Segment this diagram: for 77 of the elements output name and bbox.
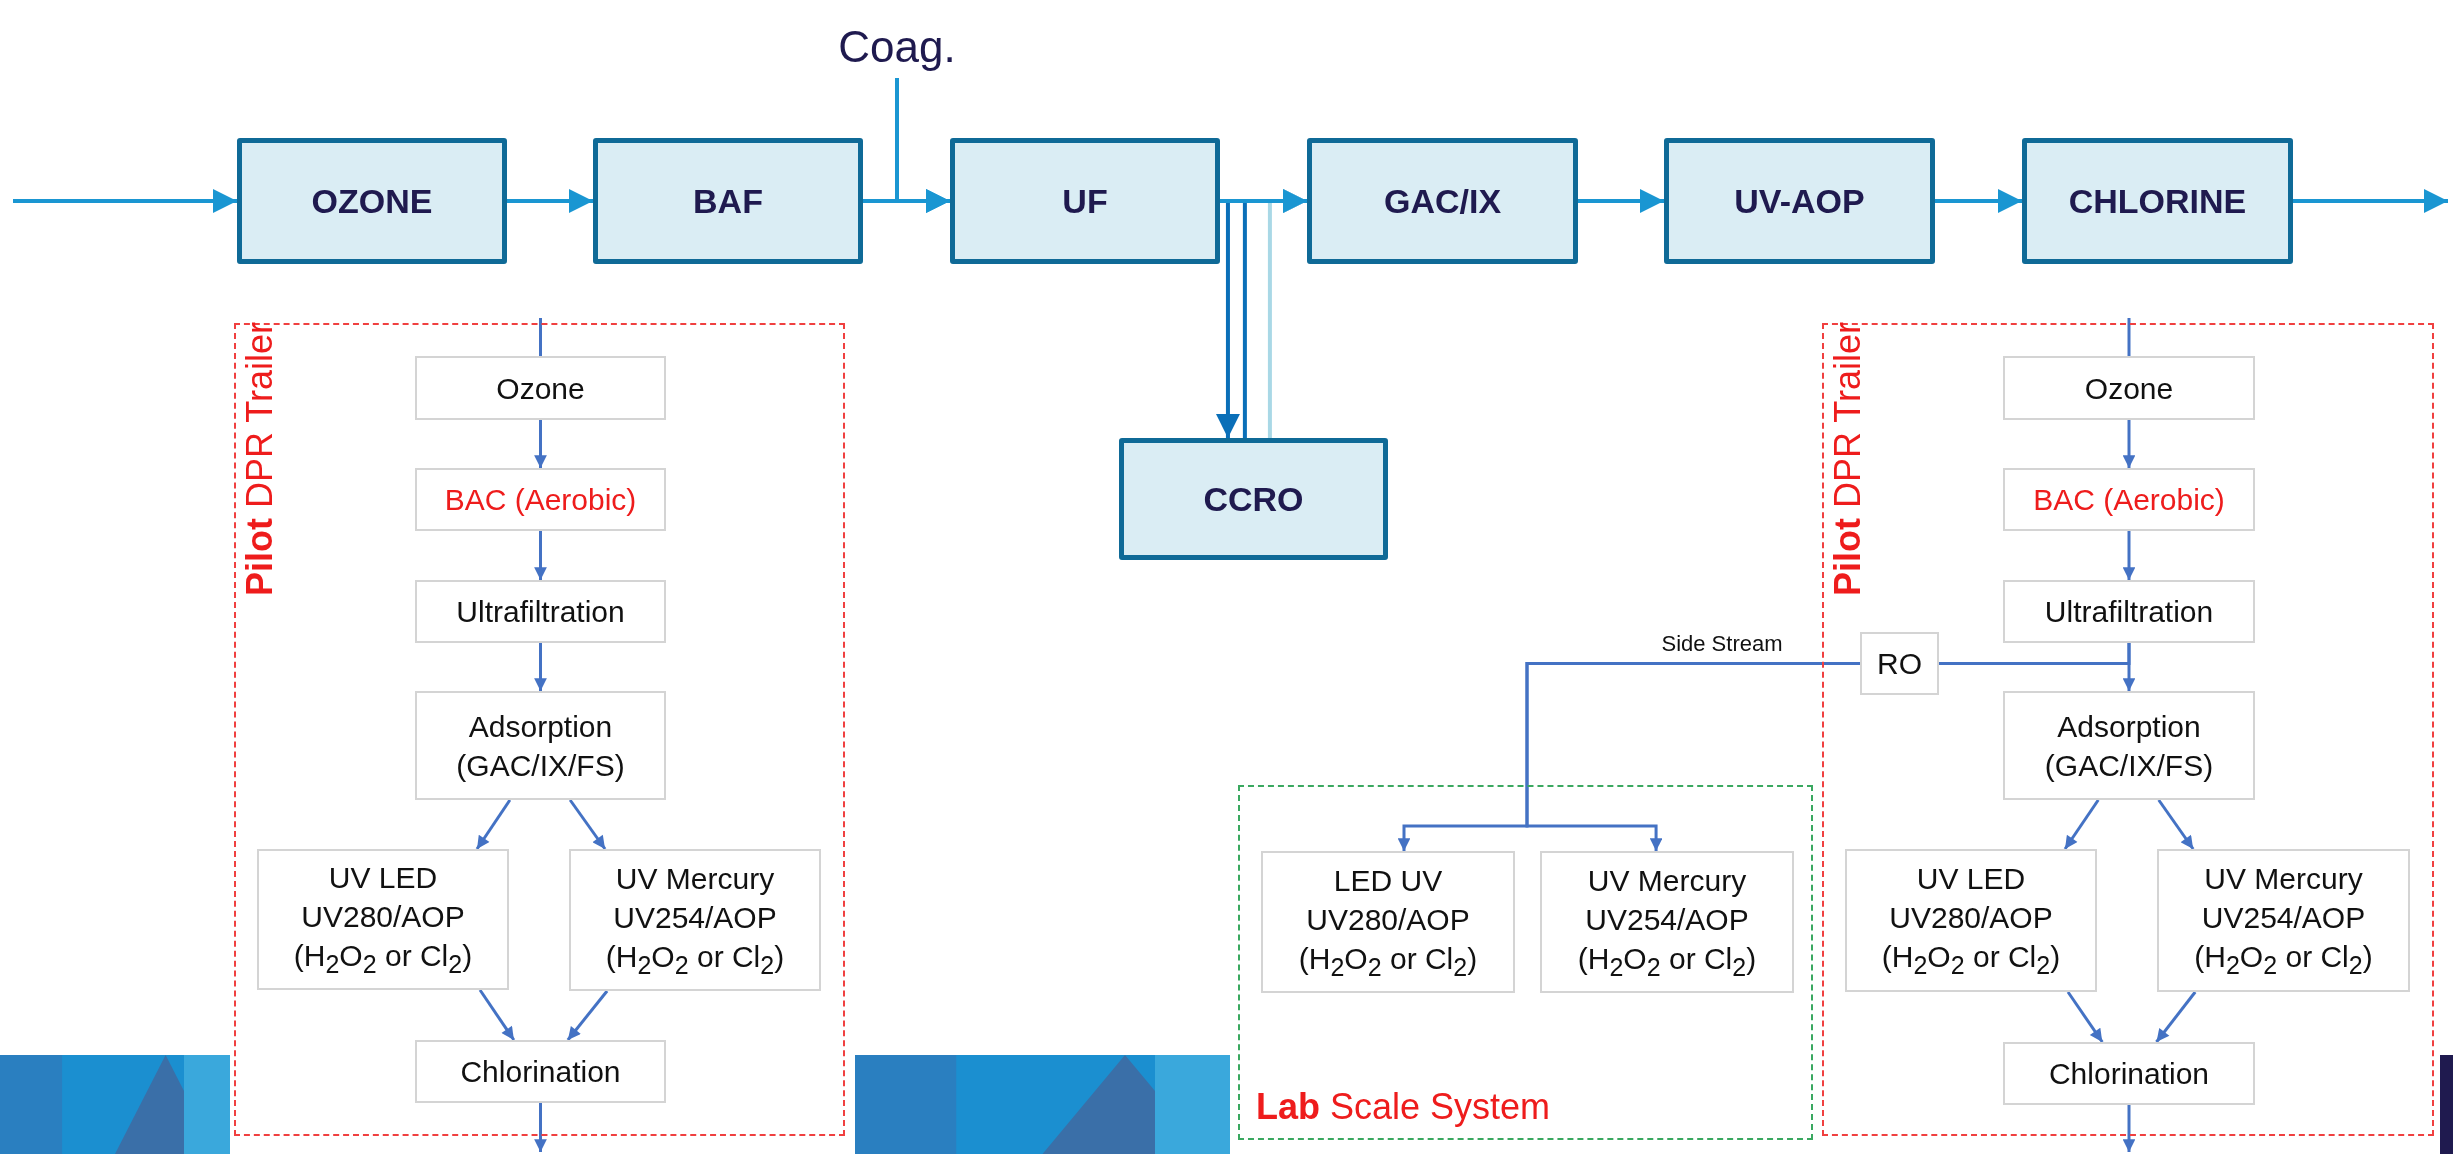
arrow xyxy=(534,531,547,580)
process-box xyxy=(1845,849,2097,992)
process-box xyxy=(1119,438,1388,560)
arrow xyxy=(534,420,547,468)
process-box xyxy=(237,138,507,264)
process-label: Ozone xyxy=(496,370,585,407)
process-label: UV LED UV280/AOP (H$_{2}$O$_{2}$ or Cl$_{2}$) xyxy=(1880,861,2062,982)
arrow xyxy=(566,990,609,1041)
panel-title: Lab Scale System xyxy=(1256,1086,1551,1128)
arrow xyxy=(534,1103,547,1152)
process-box xyxy=(415,580,666,643)
arrow xyxy=(2122,1105,2136,1152)
process-box xyxy=(257,849,509,990)
arrow xyxy=(478,989,516,1041)
process-label: Ozone xyxy=(2084,370,2174,407)
process-label: UV-AOP xyxy=(1734,181,1865,221)
process-label: UV Mercury UV254/AOP (H$_{2}$O$_{2}$ or Cl$_{2}$) xyxy=(2193,861,2374,982)
arrow xyxy=(13,189,237,213)
arrow xyxy=(2122,531,2136,580)
process-label: Adsorption (GAC/IX/FS) xyxy=(2043,708,2215,784)
dashed-panel xyxy=(1822,323,2434,1136)
dashed-panel xyxy=(1238,785,1813,1140)
arrow xyxy=(1578,189,1664,213)
input-label: Coag. xyxy=(838,22,956,72)
process-box xyxy=(2003,468,2255,531)
process-label: BAF xyxy=(693,181,763,221)
process-box xyxy=(1860,632,1939,695)
process-label: RO xyxy=(1877,646,1922,682)
process-label: CCRO xyxy=(1203,479,1304,519)
process-label: Ultrafiltration xyxy=(456,594,625,630)
process-box xyxy=(2003,356,2255,420)
process-box xyxy=(2003,580,2255,643)
arrow xyxy=(2122,420,2136,468)
arrow xyxy=(2066,991,2104,1043)
process-box xyxy=(593,138,863,264)
arrow xyxy=(507,189,593,213)
process-label: GAC/IX xyxy=(1383,181,1502,221)
process-label: UV Mercury UV254/AOP (H$_{2}$O$_{2}$ or Cl$_{2}$) xyxy=(604,860,786,981)
process-box xyxy=(415,356,666,420)
process-box xyxy=(950,138,1220,264)
process-box xyxy=(415,468,666,531)
arrow xyxy=(1220,189,1307,213)
process-box xyxy=(415,691,666,800)
arrow xyxy=(2157,799,2195,850)
process-box xyxy=(2003,1042,2255,1105)
process-box xyxy=(2157,849,2410,992)
process-label: UV Mercury UV254/AOP (H$_{2}$O$_{2}$ or Cl$_{2}$) xyxy=(1576,862,1758,983)
arrow xyxy=(534,643,547,691)
panel-title: Pilot DPR Trailer xyxy=(240,321,280,596)
arrow xyxy=(568,799,607,850)
process-box xyxy=(2022,138,2293,264)
process-box xyxy=(415,1040,666,1103)
process-label: Chlorination xyxy=(2048,1056,2210,1092)
panel-title: Pilot DPR Trailer xyxy=(1828,321,1868,596)
process-label: Chlorination xyxy=(460,1054,621,1090)
process-label: UV LED UV280/AOP (H$_{2}$O$_{2}$ or Cl$_{2}$) xyxy=(292,860,474,981)
process-box xyxy=(1664,138,1935,264)
process-box xyxy=(1307,138,1578,264)
process-label: Adsorption (GAC/IX/FS) xyxy=(455,708,626,784)
process-box xyxy=(1261,851,1515,993)
process-box xyxy=(1540,851,1794,993)
arrow xyxy=(2063,799,2100,850)
process-label: LED UV UV280/AOP (H$_{2}$O$_{2}$ or Cl$_{2}$) xyxy=(1297,862,1479,983)
process-label: Ultrafiltration xyxy=(2044,594,2214,630)
arrow xyxy=(1935,189,2022,213)
process-label: CHLORINE xyxy=(2068,181,2247,221)
process-label: BAC (Aerobic) xyxy=(2033,482,2225,518)
process-box xyxy=(569,849,821,991)
arrow xyxy=(475,799,512,850)
process-label: UF xyxy=(1062,181,1108,221)
process-label: BAC (Aerobic) xyxy=(444,482,637,518)
process-label: OZONE xyxy=(311,181,433,221)
process-box xyxy=(2003,691,2255,800)
arrow xyxy=(2155,991,2197,1043)
arrow xyxy=(895,78,950,213)
dashed-panel xyxy=(234,323,845,1136)
arrow xyxy=(2293,189,2448,213)
